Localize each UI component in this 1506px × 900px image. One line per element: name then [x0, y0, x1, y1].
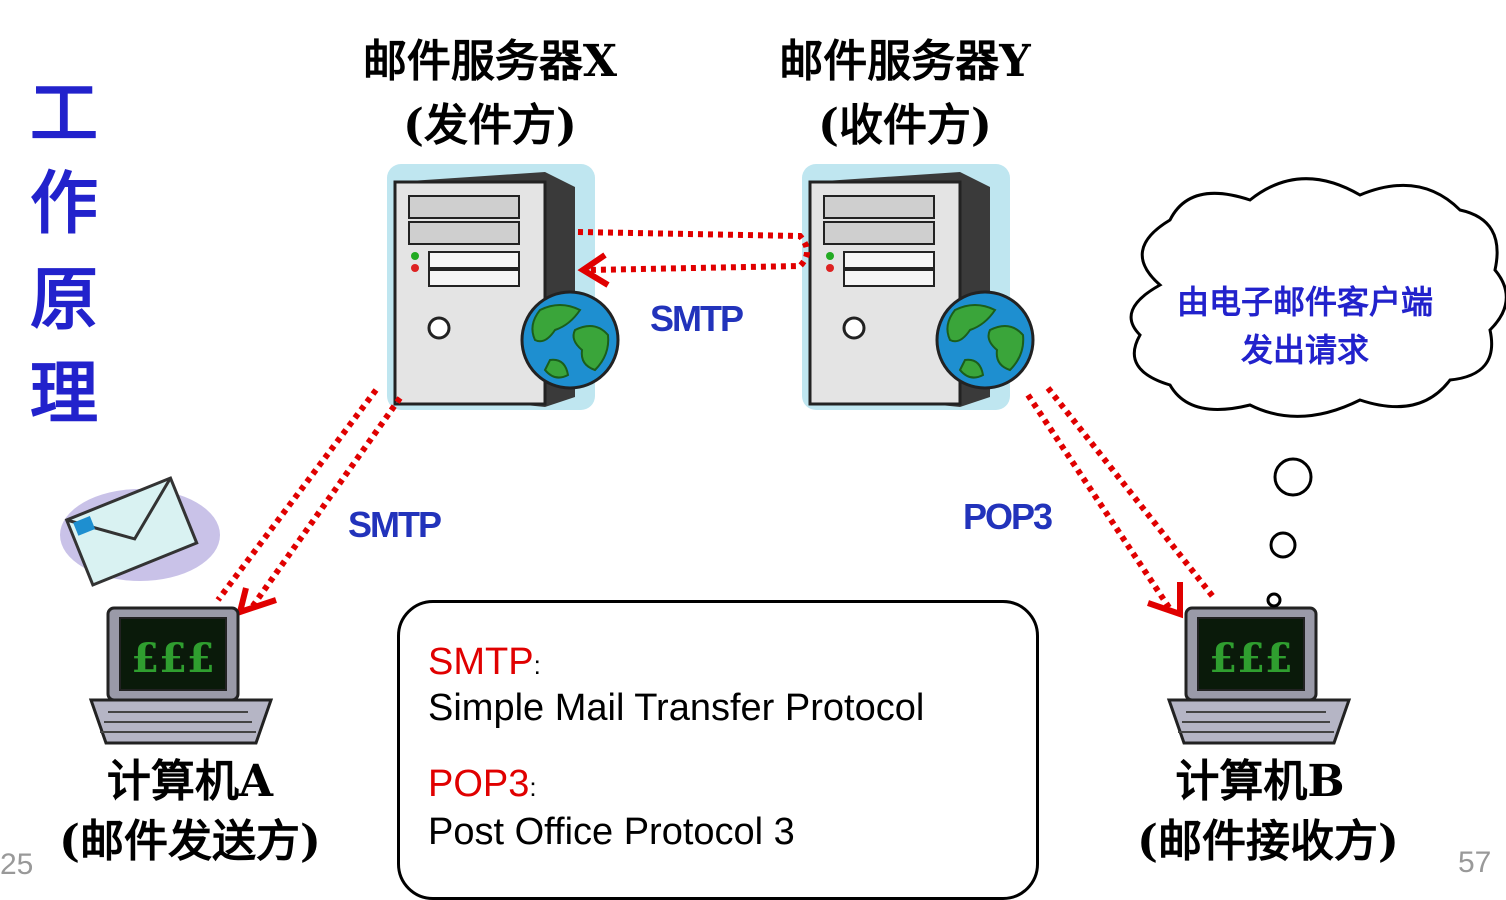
- legend-pop3-full: Post Office Protocol 3: [428, 811, 795, 853]
- protocol-label-pop3: POP3: [963, 496, 1053, 537]
- title-char-2: 作: [29, 164, 98, 244]
- server-y-name: 邮件服务器Y: [779, 36, 1031, 87]
- computer-a-role: (邮件发送方): [59, 816, 321, 867]
- globe-icon: [935, 290, 1035, 390]
- screen-symbols-a: £££: [131, 635, 215, 682]
- server-x-label: 邮件服务器X (发件方): [330, 30, 650, 158]
- cloud-line-1: 由电子邮件客户端: [1176, 283, 1433, 321]
- cloud-line-2: 发出请求: [1240, 331, 1369, 369]
- legend-pop3-term: POP3: [428, 763, 530, 805]
- arrowhead-icon: [235, 587, 277, 617]
- server-y-label: 邮件服务器Y (收件方): [745, 30, 1065, 158]
- cloud-text: 由电子邮件客户端 发出请求: [1140, 278, 1470, 374]
- smtp-arrow-a: [215, 388, 403, 612]
- pop3-arrow-b: [1025, 386, 1217, 614]
- legend-smtp-full: Simple Mail Transfer Protocol: [428, 687, 925, 729]
- arrowhead-icon: [1147, 582, 1183, 619]
- protocol-label-smtp-servers: SMTP: [650, 298, 744, 339]
- legend-pop3-sep: :: [529, 772, 537, 802]
- thought-cloud-icon: [1129, 177, 1506, 608]
- legend-pop3-term-row: POP3:: [428, 763, 537, 806]
- server-y-role: (收件方): [818, 100, 992, 151]
- protocol-label-smtp-a: SMTP: [348, 504, 442, 545]
- legend-smtp-sep: :: [533, 650, 541, 680]
- server-x-name: 邮件服务器X: [362, 36, 618, 87]
- envelope-icon: [60, 476, 220, 587]
- screen-symbols-b: £££: [1209, 635, 1293, 682]
- legend-smtp-term: SMTP: [428, 641, 534, 683]
- title-char-3: 原: [29, 260, 98, 340]
- server-x-role: (发件方): [403, 100, 577, 151]
- arrowhead-icon: [577, 252, 610, 288]
- computer-b-role: (邮件接收方): [1137, 816, 1399, 867]
- page-number: 57: [1458, 846, 1492, 879]
- computer-a-name: 计算机A: [106, 756, 274, 807]
- title-char-1: 工: [29, 74, 98, 154]
- computer-b-name: 计算机B: [1175, 756, 1345, 807]
- smtp-arrow-servers: [577, 229, 810, 273]
- globe-icon: [520, 290, 620, 390]
- title-char-4: 理: [29, 354, 98, 434]
- page-left-fragment: 25: [0, 848, 34, 881]
- diagram-canvas: £££ £££: [60, 162, 1506, 745]
- protocol-legend: SMTP: Simple Mail Transfer Protocol POP3…: [397, 600, 1039, 900]
- legend-smtp-term-row: SMTP:: [428, 641, 541, 684]
